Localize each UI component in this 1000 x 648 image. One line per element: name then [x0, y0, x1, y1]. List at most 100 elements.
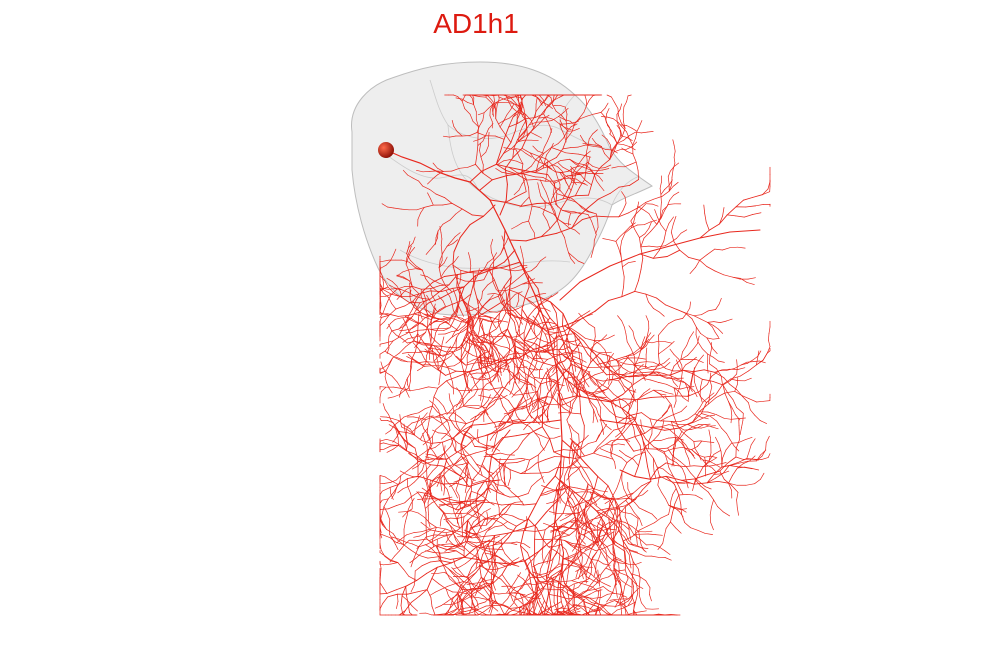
neurite-segment	[508, 400, 515, 410]
neurite-segment	[489, 199, 506, 231]
neurite-segment	[461, 522, 464, 530]
neurite-segment	[554, 538, 565, 541]
neurite-segment	[503, 365, 507, 373]
neurite-segment	[640, 245, 650, 248]
neurite-segment	[670, 223, 674, 233]
neurite-segment	[559, 123, 563, 131]
neurite-segment	[608, 556, 615, 562]
neurite-segment	[549, 219, 558, 230]
neurite-segment	[482, 172, 493, 181]
neurite-segment	[549, 543, 556, 552]
neurite-segment	[381, 315, 390, 318]
neurite-segment	[746, 282, 755, 285]
neurite-segment	[521, 524, 536, 530]
neurite-segment	[668, 507, 671, 515]
neurite-segment	[628, 554, 631, 562]
neurite-segment	[388, 340, 394, 347]
neurite-segment	[608, 362, 611, 371]
neurite-segment	[537, 461, 540, 470]
neurite-segment	[693, 441, 696, 449]
neurite-segment	[475, 154, 478, 165]
neurite-segment	[465, 306, 470, 319]
neurite-segment	[708, 223, 720, 231]
neurite-segment	[570, 146, 579, 148]
neurite-segment	[571, 554, 577, 561]
neurite-segment	[379, 367, 384, 370]
neurite-segment	[569, 346, 574, 357]
neurite-segment	[459, 476, 466, 480]
neurite-segment	[680, 371, 683, 381]
neurite-segment	[511, 338, 515, 350]
neurite-segment	[463, 424, 473, 435]
neurite-segment	[444, 351, 448, 359]
neurite-segment	[448, 417, 456, 428]
neurite-segment	[450, 236, 456, 242]
neurite-segment	[594, 144, 602, 147]
neurite-segment	[567, 167, 574, 172]
neurite-segment	[443, 316, 450, 319]
neurite-segment	[585, 152, 588, 161]
neurite-segment	[613, 497, 620, 509]
neurite-segment	[562, 368, 572, 375]
neurite-segment	[604, 153, 611, 160]
neurite-segment	[729, 246, 738, 249]
neurite-segment	[478, 463, 483, 473]
neurite-segment	[485, 479, 489, 487]
neurite-segment	[532, 408, 538, 413]
neurite-segment	[505, 282, 513, 289]
neurite-segment	[588, 529, 597, 533]
neurite-segment	[544, 101, 554, 111]
neurite-segment	[385, 430, 392, 435]
neurite-segment	[441, 423, 448, 431]
neurite-segment	[508, 390, 515, 396]
neurite-segment	[617, 135, 622, 145]
neurite-segment	[638, 357, 646, 360]
neurite-segment	[522, 432, 531, 441]
neurite-segment	[556, 193, 565, 197]
neurite-segment	[690, 427, 698, 430]
neurite-segment	[380, 298, 382, 306]
neurite-segment	[492, 358, 500, 362]
neurite-segment	[450, 333, 457, 339]
neurite-segment	[508, 116, 514, 128]
neurite-segment	[559, 588, 562, 603]
neurite-segment	[583, 501, 587, 515]
neurite-segment	[546, 149, 551, 156]
neurite-segment	[588, 540, 597, 546]
neurite-segment	[487, 526, 495, 531]
neurite-segment	[540, 435, 548, 439]
neurite-segment	[526, 386, 529, 395]
neurite-segment	[623, 276, 625, 288]
neurite-segment	[553, 334, 558, 343]
neurite-segment	[559, 472, 564, 482]
neurite-segment	[421, 440, 432, 444]
neurite-segment	[662, 375, 671, 379]
neurite-segment	[644, 338, 650, 345]
neurite-segment	[602, 423, 608, 431]
neurite-segment	[488, 397, 494, 405]
neurite-segment	[609, 516, 618, 522]
neurite-segment	[689, 267, 696, 274]
neurite-segment	[504, 229, 521, 263]
neurite-segment	[476, 305, 484, 314]
neurite-segment	[467, 371, 471, 378]
neurite-segment	[538, 189, 542, 197]
neurite-segment	[668, 473, 675, 478]
neurite-segment	[515, 382, 520, 390]
neurite-segment	[561, 172, 568, 177]
neurite-segment	[703, 204, 706, 214]
neurite-segment	[613, 101, 619, 109]
neurite-segment	[623, 551, 626, 565]
neurite-segment	[653, 446, 665, 453]
neurite-segment	[472, 336, 475, 345]
neurite-segment	[534, 323, 542, 329]
neurite-segment	[537, 406, 543, 410]
neurite-segment	[630, 549, 638, 553]
neurite-segment	[498, 422, 506, 425]
neurite-segment	[392, 418, 400, 421]
neurite-segment	[514, 312, 520, 319]
neurite-segment	[555, 148, 564, 158]
neurite-segment	[629, 560, 632, 569]
